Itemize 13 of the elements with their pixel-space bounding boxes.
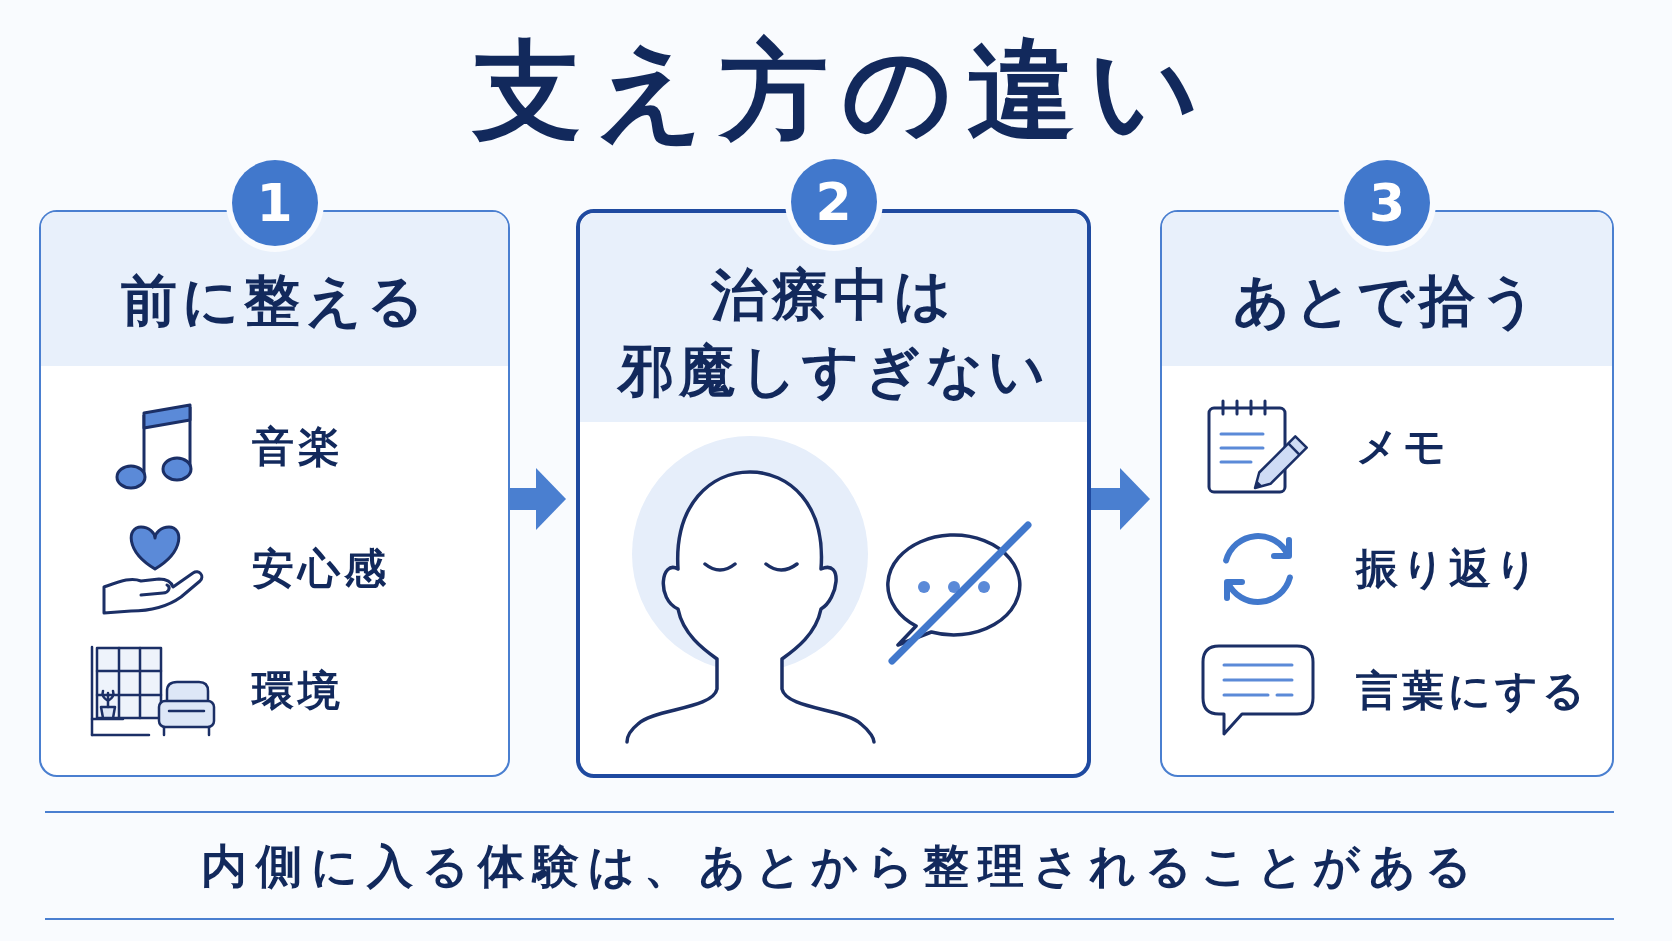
item-label: 安心感 bbox=[252, 542, 390, 595]
item-label: 環境 bbox=[252, 664, 344, 717]
panel-heading: あとで拾う bbox=[1232, 267, 1542, 335]
summary-text: 内側に入る体験は、あとから整理されることがある bbox=[199, 838, 1481, 895]
item-label: メモ bbox=[1356, 420, 1450, 473]
item-label: 言葉にする bbox=[1356, 664, 1589, 717]
arrow bbox=[1091, 468, 1150, 530]
panel-heading: 治療中は邪魔しすぎない bbox=[617, 260, 1050, 405]
title: 支え方の違い bbox=[471, 27, 1214, 155]
panel-heading: 前に整える bbox=[120, 267, 429, 335]
item-label: 振り返り bbox=[1356, 542, 1542, 595]
arrow bbox=[510, 468, 566, 530]
item-label: 音楽 bbox=[252, 420, 344, 473]
